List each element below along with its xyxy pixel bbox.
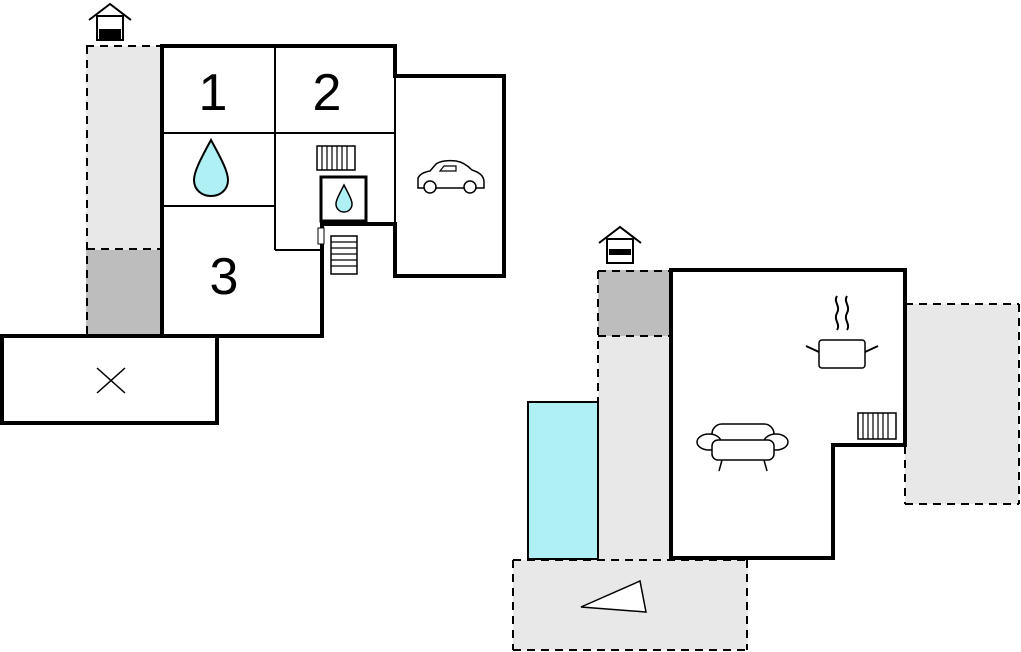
pool [527, 401, 599, 560]
room-2-label: 2 [313, 64, 342, 122]
room-3-label: 3 [210, 248, 239, 306]
terrace-left [86, 46, 162, 250]
covered-terrace-left [86, 250, 162, 336]
stairs-icon [330, 235, 358, 275]
radiator-icon [316, 145, 356, 171]
sofa-icon [696, 423, 789, 472]
storage-x-icon [96, 367, 126, 394]
building-left: 1 2 3 [0, 2, 506, 425]
bathroom-drop-icon [192, 137, 230, 198]
terrace-right-side [905, 304, 1019, 504]
entrance-icon [88, 2, 132, 41]
sun-lounger-icon [580, 579, 647, 613]
bathroom-drop-icon [335, 183, 353, 213]
building-right [512, 225, 1020, 651]
covered-terrace-right [598, 270, 671, 336]
car-garage-icon [417, 159, 485, 194]
entrance-icon [598, 225, 642, 264]
room-1-label: 1 [199, 64, 228, 122]
kitchen-pot-icon [805, 295, 879, 369]
radiator-icon [857, 412, 897, 440]
